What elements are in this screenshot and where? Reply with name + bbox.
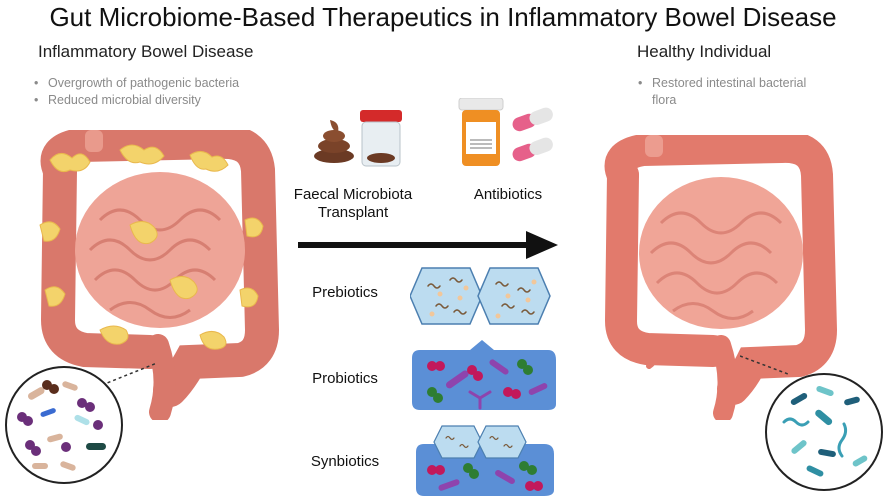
probiotics-label: Probiotics bbox=[312, 370, 378, 387]
prebiotics-label: Prebiotics bbox=[312, 284, 378, 301]
healthy-bullet-list: Restored intestinal bacterial flora bbox=[638, 75, 808, 109]
capsule-pills-icon bbox=[512, 107, 553, 162]
prebiotic-crystals-icon bbox=[410, 267, 551, 325]
pathogenic-bacteria-magnifier bbox=[5, 362, 158, 484]
specimen-jar-icon bbox=[360, 110, 402, 167]
ibd-bullet-list: Overgrowth of pathogenic bacteria Reduce… bbox=[34, 75, 294, 109]
ibd-heading: Inflammatory Bowel Disease bbox=[38, 42, 254, 61]
diagram-title: Gut Microbiome-Based Therapeutics in Inf… bbox=[49, 2, 837, 32]
healthy-bullet-item: Restored intestinal bacterial flora bbox=[638, 75, 808, 109]
fmt-label: Faecal Microbiota Transplant bbox=[293, 186, 413, 221]
ibd-bullet-item: Reduced microbial diversity bbox=[34, 92, 294, 109]
healthy-bacteria-magnifier bbox=[740, 355, 883, 491]
pill-bottle-icon bbox=[458, 98, 504, 166]
stool-icon bbox=[314, 120, 354, 163]
synbiotics-label: Synbiotics bbox=[310, 453, 380, 470]
antibiotics-label: Antibiotics bbox=[473, 186, 543, 203]
ibd-bullet-item: Overgrowth of pathogenic bacteria bbox=[34, 75, 294, 92]
synbiotic-capsule bbox=[416, 425, 554, 496]
treatment-arrow bbox=[298, 231, 558, 259]
healthy-heading: Healthy Individual bbox=[637, 42, 772, 61]
probiotic-bacteria-capsule bbox=[412, 340, 556, 410]
healthy-intestine-illustration bbox=[604, 135, 838, 420]
inflamed-intestine-illustration bbox=[39, 130, 280, 420]
